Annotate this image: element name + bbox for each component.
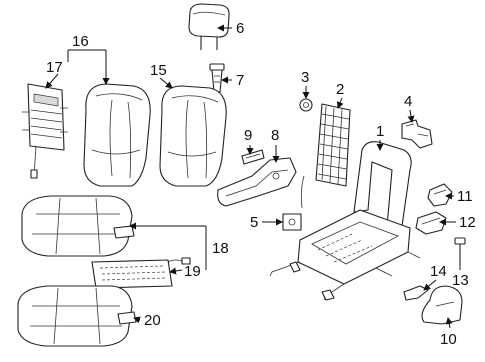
callout-19: 19	[184, 263, 201, 280]
callout-1: 1	[376, 123, 384, 140]
callout-5: 5	[250, 214, 258, 231]
headrest	[188, 3, 230, 50]
callout-14: 14	[430, 263, 447, 280]
callout-18: 18	[212, 240, 229, 257]
callout-labels: 1 2 3 4 5 6 7 8 9 10 11 12 13 14 15 16 1…	[46, 20, 476, 348]
seatback-pad	[159, 85, 227, 187]
callout-3: 3	[301, 69, 309, 86]
recliner-knob	[299, 98, 313, 112]
leader-lines	[45, 24, 461, 329]
lever	[403, 285, 429, 301]
bracket-11	[427, 183, 453, 207]
bolt	[454, 237, 466, 262]
side-cover	[421, 285, 463, 325]
lumbar-spring-frame	[315, 103, 351, 187]
callout-4: 4	[404, 93, 412, 110]
callout-11: 11	[457, 188, 473, 205]
bracket-12	[415, 211, 447, 235]
callout-8: 8	[271, 127, 279, 144]
trim-clip	[241, 149, 265, 165]
bracket	[401, 119, 433, 149]
seatback-spring-panel	[22, 83, 68, 179]
callout-15: 15	[150, 62, 167, 79]
callout-12: 12	[459, 214, 476, 231]
callout-16: 16	[72, 33, 89, 50]
callout-7: 7	[236, 72, 244, 89]
height-adjuster	[282, 175, 305, 231]
seat-cushion-cover	[21, 195, 135, 257]
seat-cushion-pad	[17, 285, 137, 347]
side-shield	[217, 157, 297, 207]
callout-13: 13	[452, 272, 469, 289]
headrest-guide	[209, 63, 225, 93]
callout-2: 2	[336, 81, 344, 98]
callout-9: 9	[244, 127, 252, 144]
callout-6: 6	[236, 20, 244, 37]
callout-17: 17	[46, 59, 63, 76]
seatback-cover-pad	[83, 83, 151, 187]
seat-frame	[269, 141, 421, 301]
callout-10: 10	[440, 331, 457, 348]
heater-mat	[91, 257, 191, 289]
callout-20: 20	[144, 312, 161, 329]
